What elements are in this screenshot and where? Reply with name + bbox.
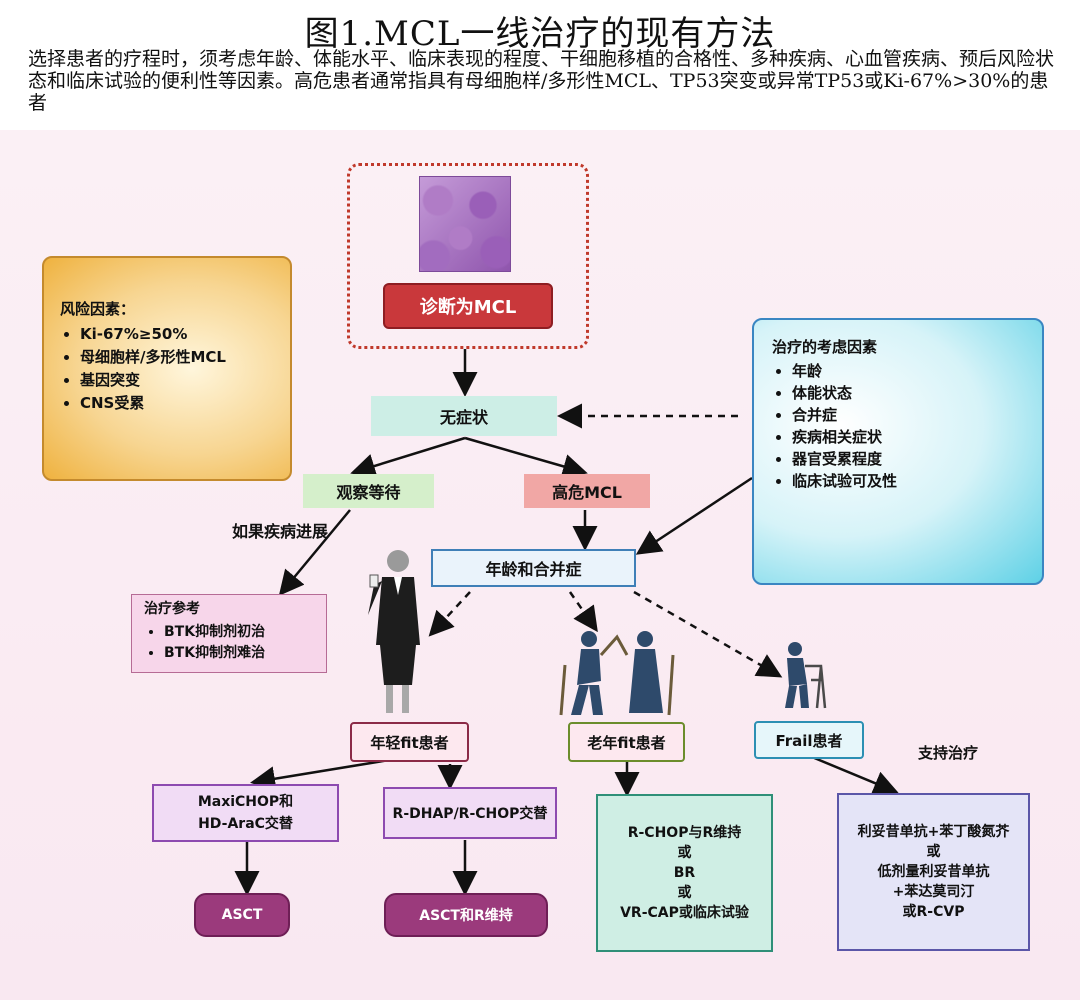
diagnosis-frame — [347, 163, 589, 349]
asct-r-box: ASCT和R维持 — [384, 893, 548, 937]
list-item: 年龄 — [792, 360, 1042, 382]
reference-title: 治疗参考 — [144, 601, 200, 617]
rchop-text: R-CHOP与R维持 或 BR 或 VR-CAP或临床试验 — [620, 825, 749, 921]
walker-elderly-icon — [785, 642, 827, 709]
risk-factors-box: 风险因素： Ki-67%≥50% 母细胞样/多形性MCL 基因突变 CNS受累 — [42, 256, 292, 481]
maxichop-box: MaxiCHOP和 HD-AraC交替 — [152, 784, 339, 842]
cells-icon — [419, 176, 511, 272]
list-item: 合并症 — [792, 404, 1042, 426]
rdhap-box: R-DHAP/R-CHOP交替 — [383, 787, 557, 839]
list-item: 疾病相关症状 — [792, 426, 1042, 448]
treatment-considerations-box: 治疗的考虑因素 年龄 体能状态 合并症 疾病相关症状 器官受累程度 临床试验可及… — [752, 318, 1044, 585]
list-item: CNS受累 — [80, 392, 290, 415]
treatment-reference-box: 治疗参考 BTK抑制剂初治 BTK抑制剂难治 — [131, 594, 327, 673]
businesswoman-icon — [368, 550, 420, 713]
list-item: 体能状态 — [792, 382, 1042, 404]
header: 图1.MCL一线治疗的现有方法 选择患者的疗程时，须考虑年龄、体能水平、临床表现… — [0, 0, 1080, 130]
reference-list: BTK抑制剂初治 BTK抑制剂难治 — [144, 622, 326, 664]
watch-wait-box: 观察等待 — [303, 474, 434, 508]
young-fit-box: 年轻fit患者 — [350, 722, 469, 762]
list-item: 临床试验可及性 — [792, 470, 1042, 492]
diagnosis-box: 诊断为MCL — [383, 283, 553, 329]
dancing-elderly-icon — [559, 631, 675, 716]
frail-box: Frail患者 — [754, 721, 864, 759]
list-item: 器官受累程度 — [792, 448, 1042, 470]
list-item: Ki-67%≥50% — [80, 323, 290, 346]
age-comorbidity-box: 年龄和合并症 — [431, 549, 636, 587]
asymptomatic-box: 无症状 — [371, 396, 557, 436]
maxichop-text: MaxiCHOP和 HD-AraC交替 — [197, 794, 294, 832]
page-subtitle: 选择患者的疗程时，须考虑年龄、体能水平、临床表现的程度、干细胞移植的合格性、多种… — [28, 48, 1055, 114]
risk-factors-list: Ki-67%≥50% 母细胞样/多形性MCL 基因突变 CNS受累 — [60, 323, 290, 415]
frail-regimen-text: 利妥昔单抗+苯丁酸氮芥 或 低剂量利妥昔单抗 +苯达莫司汀 或R-CVP — [857, 824, 1010, 920]
list-item: 基因突变 — [80, 369, 290, 392]
list-item: BTK抑制剂初治 — [164, 622, 326, 643]
frail-regimen-box: 利妥昔单抗+苯丁酸氮芥 或 低剂量利妥昔单抗 +苯达莫司汀 或R-CVP — [837, 793, 1030, 951]
list-item: BTK抑制剂难治 — [164, 643, 326, 664]
old-fit-box: 老年fit患者 — [568, 722, 685, 762]
list-item: 母细胞样/多形性MCL — [80, 346, 290, 369]
risk-factors-title: 风险因素： — [60, 300, 136, 318]
support-label: 支持治疗 — [918, 744, 979, 762]
considerations-list: 年龄 体能状态 合并症 疾病相关症状 器官受累程度 临床试验可及性 — [772, 360, 1042, 492]
considerations-title: 治疗的考虑因素 — [772, 338, 878, 356]
rchop-regimen-box: R-CHOP与R维持 或 BR 或 VR-CAP或临床试验 — [596, 794, 773, 952]
if-progress-label: 如果疾病进展 — [232, 522, 329, 541]
high-risk-box: 高危MCL — [524, 474, 650, 508]
asct-box: ASCT — [194, 893, 290, 937]
page-title: 图1.MCL一线治疗的现有方法 — [304, 14, 776, 54]
